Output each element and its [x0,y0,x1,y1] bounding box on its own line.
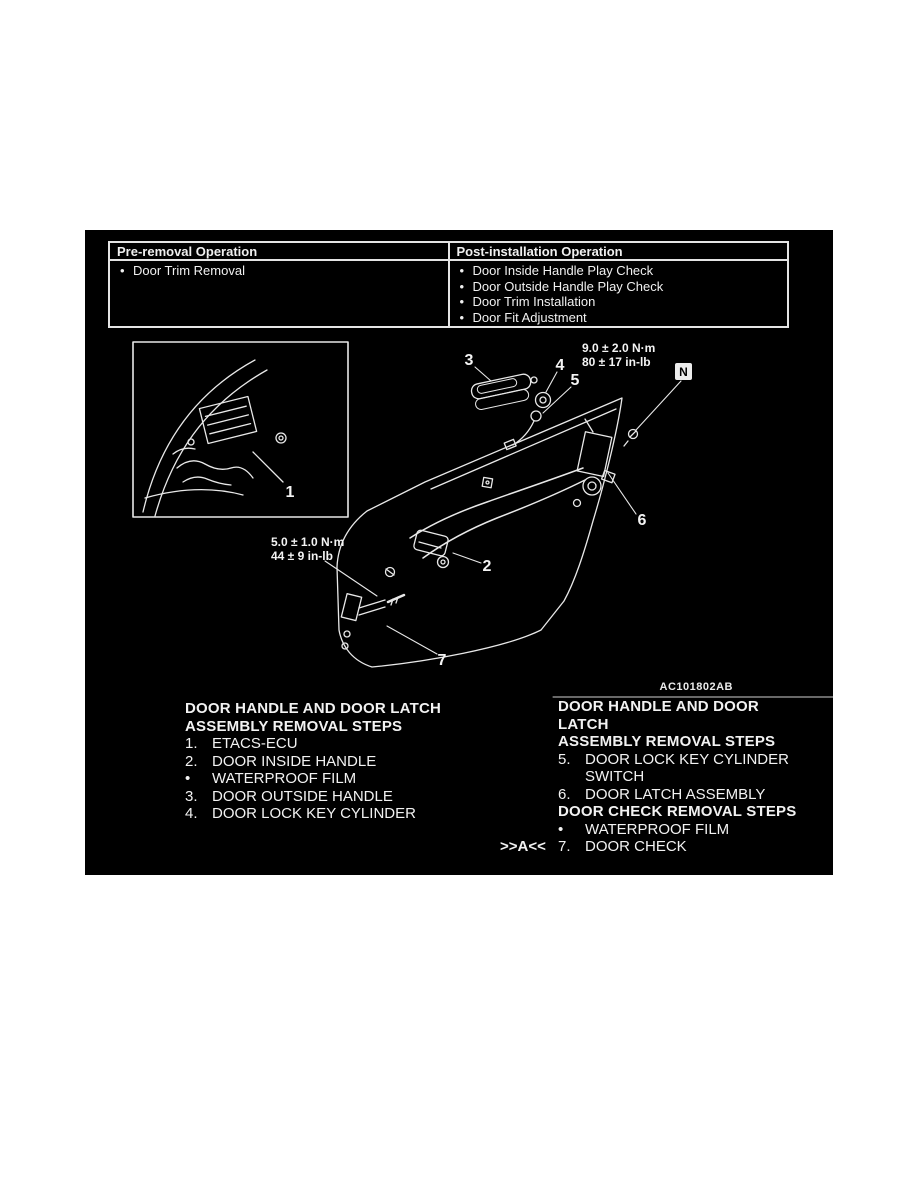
torque-mid-nm: 5.0 ± 1.0 N·m [271,535,345,549]
callout-1: 1 [285,484,295,501]
step-label: DOOR LOCK KEY CYLINDER [212,805,416,822]
step-label: DOOR LOCK KEY CYLINDER SWITCH [585,750,789,786]
step-item: 5. DOOR LOCK KEY CYLINDER SWITCH [558,751,810,786]
step-marker: 7. [558,838,571,855]
operations-table: Pre-removal Operation Door Trim Removal … [108,241,789,328]
figure-panel: Pre-removal Operation Door Trim Removal … [85,230,833,875]
n-symbol-badge: N [675,363,692,380]
torque-top-inlb: 80 ± 17 in-lb [582,355,651,369]
step-item-door-check: >>A<< 7. DOOR CHECK [500,838,810,856]
step-label: WATERPROOF FILM [585,820,730,838]
step-item: • WATERPROOF FILM [185,770,447,788]
list-item: Door Outside Handle Play Check [457,279,784,295]
steps-left-column: DOOR HANDLE AND DOOR LATCH ASSEMBLY REMO… [185,700,447,823]
torque-spec-mid: 5.0 ± 1.0 N·m 44 ± 9 in-lb [271,535,344,563]
figure-code: AC101802AB [659,681,733,693]
door-exploded-diagram [132,341,833,698]
latch-cables [409,467,586,559]
list-item-label: Door Inside Handle Play Check [472,263,654,278]
step-label: DOOR OUTSIDE HANDLE [212,787,393,805]
door-outline [336,397,623,668]
steps-left-title-line2: ASSEMBLY REMOVAL STEPS [185,717,403,735]
callout-4: 4 [555,357,565,374]
torque-mid-inlb: 44 ± 9 in-lb [271,549,333,563]
step-item: 1. ETACS-ECU [185,735,447,753]
torque-top-nm: 9.0 ± 2.0 N·m [582,341,656,355]
step-item: 2. DOOR INSIDE HANDLE [185,753,447,771]
post-installation-list: Door Inside Handle Play Check Door Outsi… [450,261,788,325]
post-installation-column: Post-installation Operation Door Inside … [449,243,788,326]
callout-3: 3 [464,352,474,369]
step-item: • WATERPROOF FILM [558,821,810,839]
list-item-label: Door Outside Handle Play Check [472,278,664,294]
step-item: 6. DOOR LATCH ASSEMBLY [558,786,810,804]
callout-2: 2 [482,558,492,575]
step-item: 4. DOOR LOCK KEY CYLINDER [185,805,447,823]
list-item-label: Door Trim Removal [133,263,245,278]
pre-removal-list: Door Trim Removal [110,261,448,279]
cable-clip [481,476,494,489]
post-installation-header: Post-installation Operation [449,243,787,261]
leader-lines [324,366,682,655]
step-marker: 6. [558,785,571,803]
procedure-reference-marker: >>A<< [500,838,546,855]
door-check-steps-title: DOOR CHECK REMOVAL STEPS [558,803,797,820]
pre-removal-column: Pre-removal Operation Door Trim Removal [110,243,450,326]
step-label: ETACS-ECU [212,735,298,752]
steps-right-title-line1: DOOR HANDLE AND DOOR LATCH [558,698,759,733]
step-marker: 4. [185,805,198,822]
steps-right-column: DOOR HANDLE AND DOOR LATCH ASSEMBLY REMO… [500,698,810,856]
step-marker: 1. [185,735,198,752]
list-item: Door Inside Handle Play Check [457,263,784,279]
step-marker: • [185,770,191,787]
callout-5: 5 [570,372,580,389]
step-marker: • [558,820,564,838]
outside-handle-part [470,373,538,410]
step-item: 3. DOOR OUTSIDE HANDLE [185,788,447,806]
list-item: Door Fit Adjustment [457,310,784,326]
list-item: Door Trim Removal [117,263,444,279]
pre-removal-header: Pre-removal Operation [110,243,448,261]
steps-right-title-line2: ASSEMBLY REMOVAL STEPS [558,733,776,750]
step-label: WATERPROOF FILM [212,770,357,787]
step-label: DOOR LATCH ASSEMBLY [585,785,766,803]
inset-door-interior [132,341,349,518]
steps-left-title-line1: DOOR HANDLE AND DOOR LATCH [185,700,442,717]
callout-7: 7 [437,652,447,669]
key-cylinder-part [503,391,552,451]
step-label: DOOR INSIDE HANDLE [212,752,377,770]
step-marker: 3. [185,787,198,805]
latch-bolt [623,428,639,447]
door-latch-assembly-part [572,418,616,508]
step-marker: 2. [185,752,198,770]
list-item-label: Door Trim Installation [472,294,596,309]
step-label: DOOR CHECK [585,838,687,855]
list-item: Door Trim Installation [457,294,784,310]
list-item-label: Door Fit Adjustment [472,309,587,325]
inside-handle-part [384,529,450,578]
callout-6: 6 [637,512,647,529]
etacs-ecu-part [198,395,258,445]
step-marker: 5. [558,750,571,768]
door-check-part [340,593,406,650]
torque-spec-top: 9.0 ± 2.0 N·m 80 ± 17 in-lb [582,341,655,369]
